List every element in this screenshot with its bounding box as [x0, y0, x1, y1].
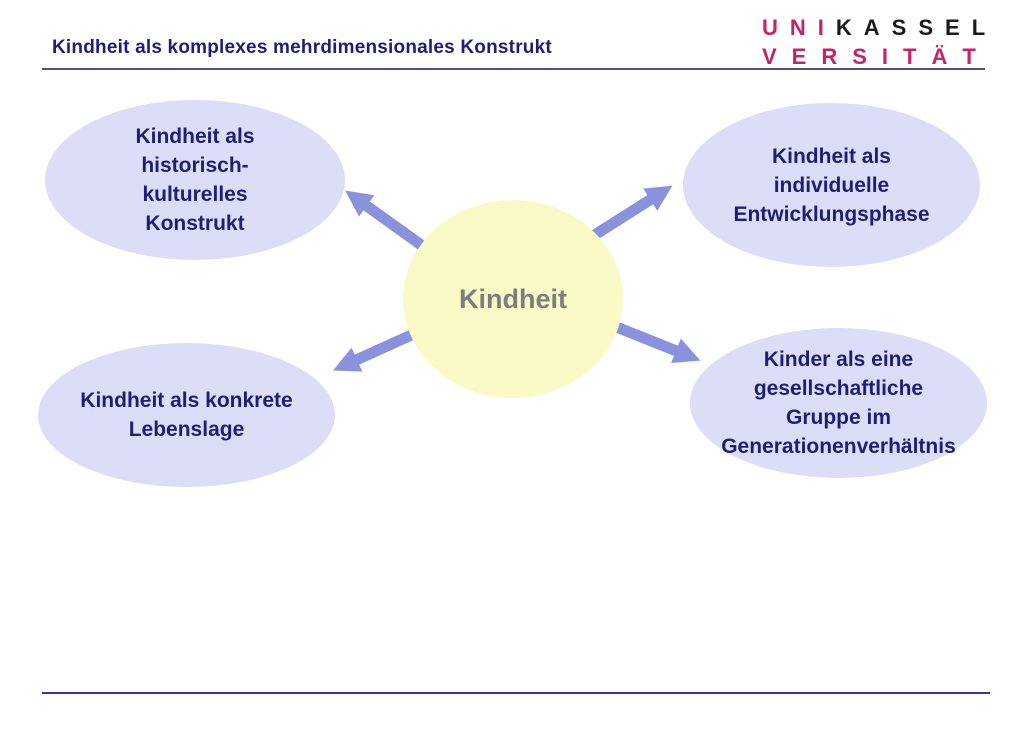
uni-kassel-logo: UNIKASSEL VERSITÄT	[762, 13, 997, 71]
logo-kassel-text: KASSEL	[835, 15, 998, 40]
arrow-top-left	[345, 190, 428, 252]
slide-title: Kindheit als komplexes mehrdimensionales…	[52, 37, 552, 58]
arrow-top-right	[590, 185, 673, 241]
node-label: Kindheit als individuelle Entwicklungsph…	[733, 144, 930, 226]
node-label: Kinder als eine gesellschaftliche Gruppe…	[721, 348, 956, 458]
node-concrete-life-situation: Kindheit als konkrete Lebenslage	[38, 343, 335, 487]
arrow-bottom-right	[611, 320, 701, 364]
footer-divider	[42, 692, 990, 694]
center-node-label: Kindheit	[459, 283, 567, 314]
logo-versitaet-text: VERSITÄT	[762, 44, 991, 69]
node-historical-cultural-construct: Kindheit als historisch- kulturelles Kon…	[45, 100, 345, 260]
arrow-bottom-left	[332, 326, 421, 372]
logo-line-1: UNIKASSEL	[762, 13, 997, 42]
node-label: Kindheit als historisch- kulturelles Kon…	[135, 125, 255, 235]
node-societal-group-generational: Kinder als eine gesellschaftliche Gruppe…	[690, 328, 987, 478]
node-label: Kindheit als konkrete Lebenslage	[80, 389, 293, 441]
node-individual-development-phase: Kindheit als individuelle Entwicklungsph…	[683, 103, 980, 267]
header-divider	[42, 68, 985, 70]
logo-uni-text: UNI	[762, 15, 836, 40]
center-node-kindheit: Kindheit	[403, 200, 623, 398]
